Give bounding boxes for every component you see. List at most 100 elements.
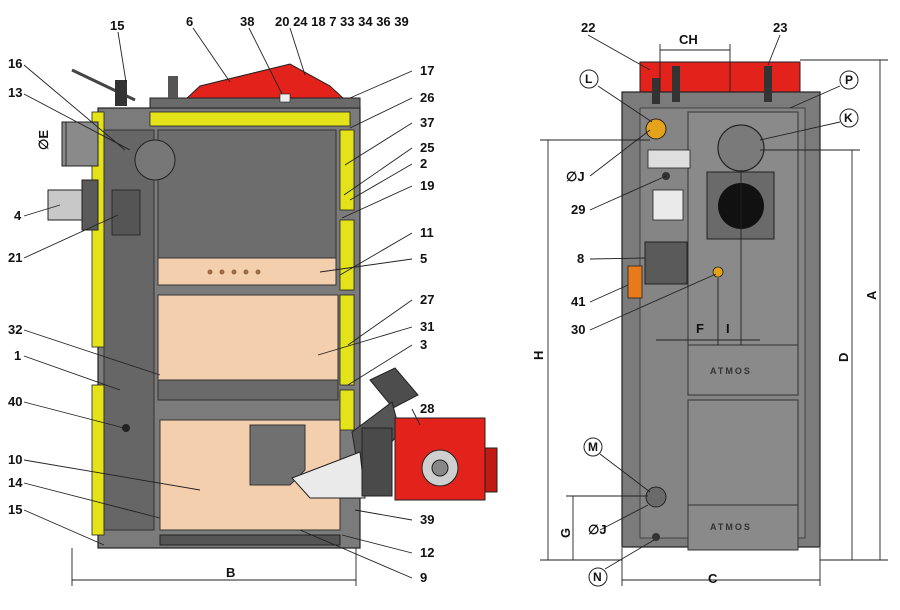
callout-23: 23 [773, 20, 787, 35]
burner-side [484, 447, 498, 493]
callout-31: 31 [420, 319, 434, 334]
boiler-rear-view: ATMOS ATMOS L P K M N [531, 20, 888, 587]
base-plate [159, 534, 341, 546]
combustion-chamber [157, 294, 339, 381]
dim-label-i: I [726, 321, 730, 336]
callout-30: 30 [571, 322, 585, 337]
callout-11: 11 [420, 225, 434, 240]
boiler-section-view: 15 6 38 20 24 18 7 33 34 36 39 16 13 ∅E … [8, 14, 498, 586]
callout-21: 21 [8, 250, 22, 265]
callout-40: 40 [8, 394, 22, 409]
callout-17: 17 [420, 63, 434, 78]
callout-10: 10 [8, 452, 22, 467]
brand-atmos-lower: ATMOS [710, 522, 752, 532]
flue-outlet-k [717, 124, 765, 172]
pipe-fitting-23 [764, 66, 772, 102]
burner-flange [361, 427, 393, 497]
marker-m-label: M [588, 440, 598, 454]
callout-39: 39 [420, 512, 434, 527]
marker-l [579, 69, 599, 89]
pipe-outlet-j-top [645, 118, 667, 140]
callout-27: 27 [420, 292, 434, 307]
fan-motor [81, 179, 99, 231]
brand-plate-upper [687, 344, 799, 396]
pipe-fitting-l [652, 78, 660, 104]
brand-atmos-upper: ATMOS [710, 366, 752, 376]
callout-16: 16 [8, 56, 22, 71]
insulation-top [149, 111, 351, 127]
dim-label-j-bottom: ∅J [588, 522, 607, 537]
callout-9: 9 [420, 570, 427, 585]
insulation-right-2 [339, 219, 355, 291]
fan-controller-8 [644, 241, 688, 285]
valve-30 [712, 266, 724, 278]
callout-32: 32 [8, 322, 22, 337]
drain-valve-n [652, 533, 660, 541]
nozzle-holes [207, 269, 261, 275]
callout-15-bottom: 15 [8, 502, 22, 517]
dim-label-f: F [696, 321, 704, 336]
callout-37: 37 [420, 115, 434, 130]
pellet-feed-chute [369, 367, 419, 409]
top-flange [168, 76, 178, 98]
insulation-right-3 [339, 294, 355, 386]
callout-41: 41 [571, 294, 585, 309]
dim-label-h: H [531, 351, 546, 360]
callout-6: 6 [186, 14, 193, 29]
marker-l-label: L [585, 72, 592, 86]
marker-circles [579, 69, 859, 587]
insulation-right-4 [339, 389, 355, 431]
flue-flap [134, 139, 176, 181]
callout-19: 19 [420, 178, 434, 193]
insulation-right-1 [339, 129, 355, 211]
safety-valve [115, 80, 127, 106]
callout-28: 28 [420, 401, 434, 416]
top-plate [149, 97, 361, 109]
top-cover [183, 63, 347, 101]
insulation-left-lower [91, 384, 105, 536]
marker-p [839, 70, 859, 90]
callout-top-row: 20 24 18 7 33 34 36 39 [275, 14, 409, 29]
marker-m [583, 437, 603, 457]
callout-26: 26 [420, 90, 434, 105]
callout-13: 13 [8, 85, 22, 100]
callout-14: 14 [8, 475, 23, 490]
brand-plate-lower [687, 504, 799, 551]
leader-lines-right [587, 34, 841, 570]
callout-38: 38 [240, 14, 254, 29]
callout-15-top: 15 [110, 18, 124, 33]
leader-lines-left [23, 27, 421, 579]
marker-p-label: P [845, 73, 853, 87]
dimension-lines-right [540, 44, 888, 586]
callout-12: 12 [420, 545, 434, 560]
display-window [652, 189, 684, 221]
thermometer-well [122, 424, 130, 432]
fuel-chamber [157, 129, 337, 259]
burner-fan-hub [431, 459, 449, 477]
dim-label-d: D [836, 353, 851, 362]
control-panel-label [647, 149, 691, 169]
dim-label-ch: CH [679, 32, 698, 47]
middle-divider [157, 379, 339, 401]
dim-label-b: B [226, 565, 235, 580]
heat-exchanger [111, 189, 141, 236]
flue-pipe [61, 121, 99, 167]
marker-n [588, 567, 608, 587]
burner-tube [291, 451, 366, 499]
callout-4: 4 [14, 208, 22, 223]
dim-label-j-top: ∅J [566, 169, 585, 184]
pellet-burner [291, 367, 498, 501]
safety-thermostat-41 [627, 265, 643, 299]
callout-1: 1 [14, 348, 21, 363]
marker-n-label: N [593, 570, 602, 584]
dim-label-g: G [558, 528, 573, 538]
rear-top-cover [639, 61, 801, 93]
callout-dia-e: ∅E [36, 130, 51, 150]
dim-label-c: C [708, 571, 718, 586]
callout-8: 8 [577, 251, 584, 266]
callout-22: 22 [581, 20, 595, 35]
callout-2: 2 [420, 156, 427, 171]
control-thermostat [279, 93, 291, 103]
callout-25: 25 [420, 140, 434, 155]
